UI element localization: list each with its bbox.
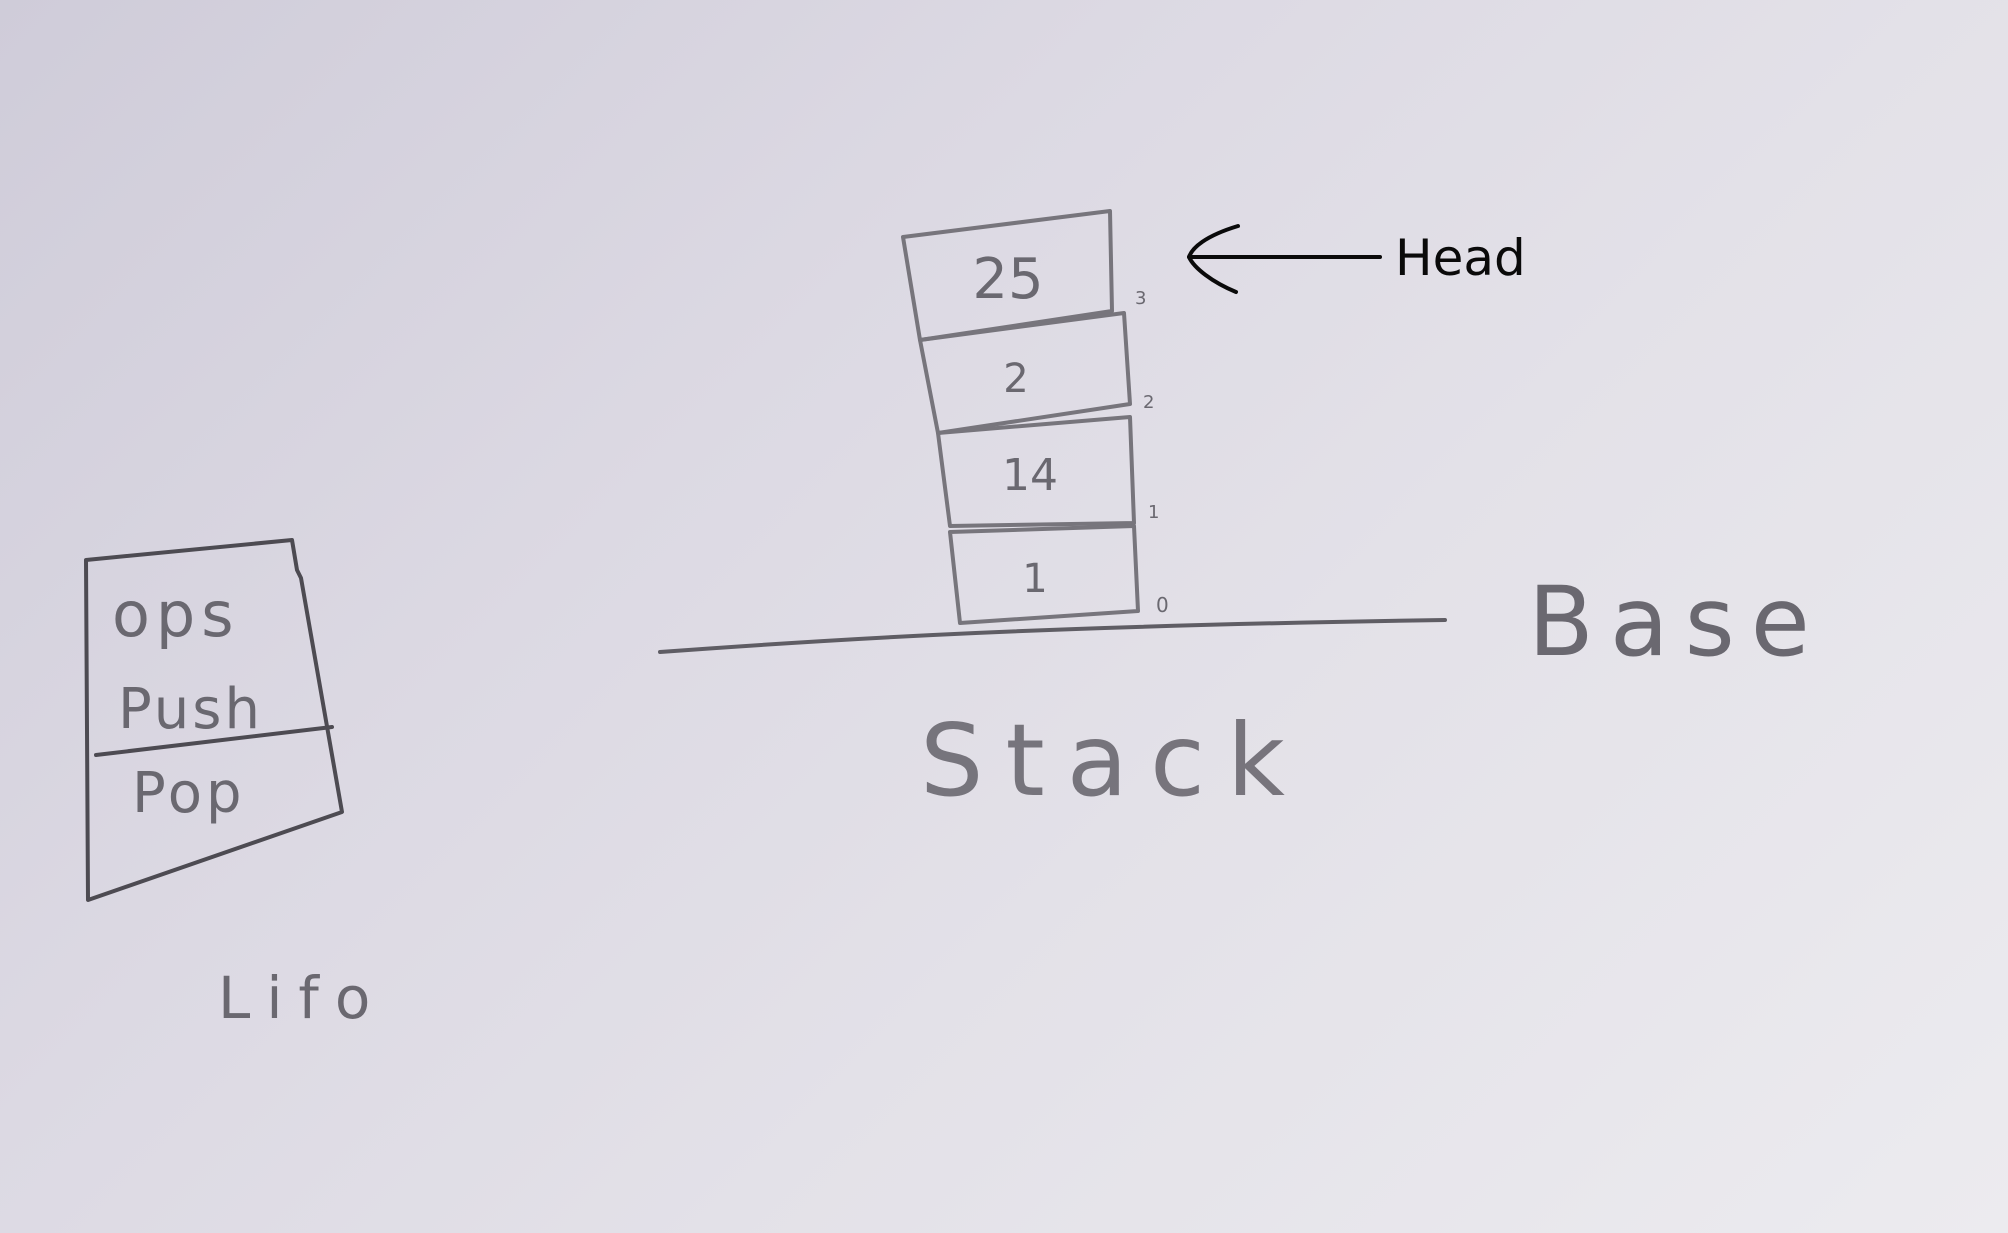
head-label: Head: [1395, 229, 1526, 287]
base-label: Base: [1528, 566, 1826, 678]
ops-title: ops: [112, 578, 240, 651]
stack-cell-0: [948, 524, 1140, 625]
stack-index-0: 0: [1156, 593, 1169, 617]
lifo-label: Lifo: [218, 964, 386, 1032]
head-arrow-icon: [1187, 224, 1382, 294]
stack-value-1: 14: [1002, 450, 1058, 501]
stack-index-2: 2: [1143, 392, 1154, 413]
stack-cell-1: [936, 415, 1136, 528]
ops-pop: Pop: [132, 761, 246, 826]
ops-push: Push: [118, 677, 263, 742]
stack-value-3: 25: [972, 247, 1043, 312]
stack-cell-3: [901, 209, 1114, 342]
stack-index-3: 3: [1135, 288, 1146, 309]
stack-value-0: 1: [1022, 556, 1047, 602]
stack-column: [901, 209, 1140, 625]
ops-divider: [94, 725, 334, 757]
stack-title: Stack: [920, 702, 1307, 819]
ops-box: [84, 538, 344, 902]
stack-value-2: 2: [1003, 356, 1028, 402]
base-line: [658, 618, 1447, 654]
stack-cell-2: [918, 311, 1132, 435]
stack-index-1: 1: [1148, 502, 1159, 523]
